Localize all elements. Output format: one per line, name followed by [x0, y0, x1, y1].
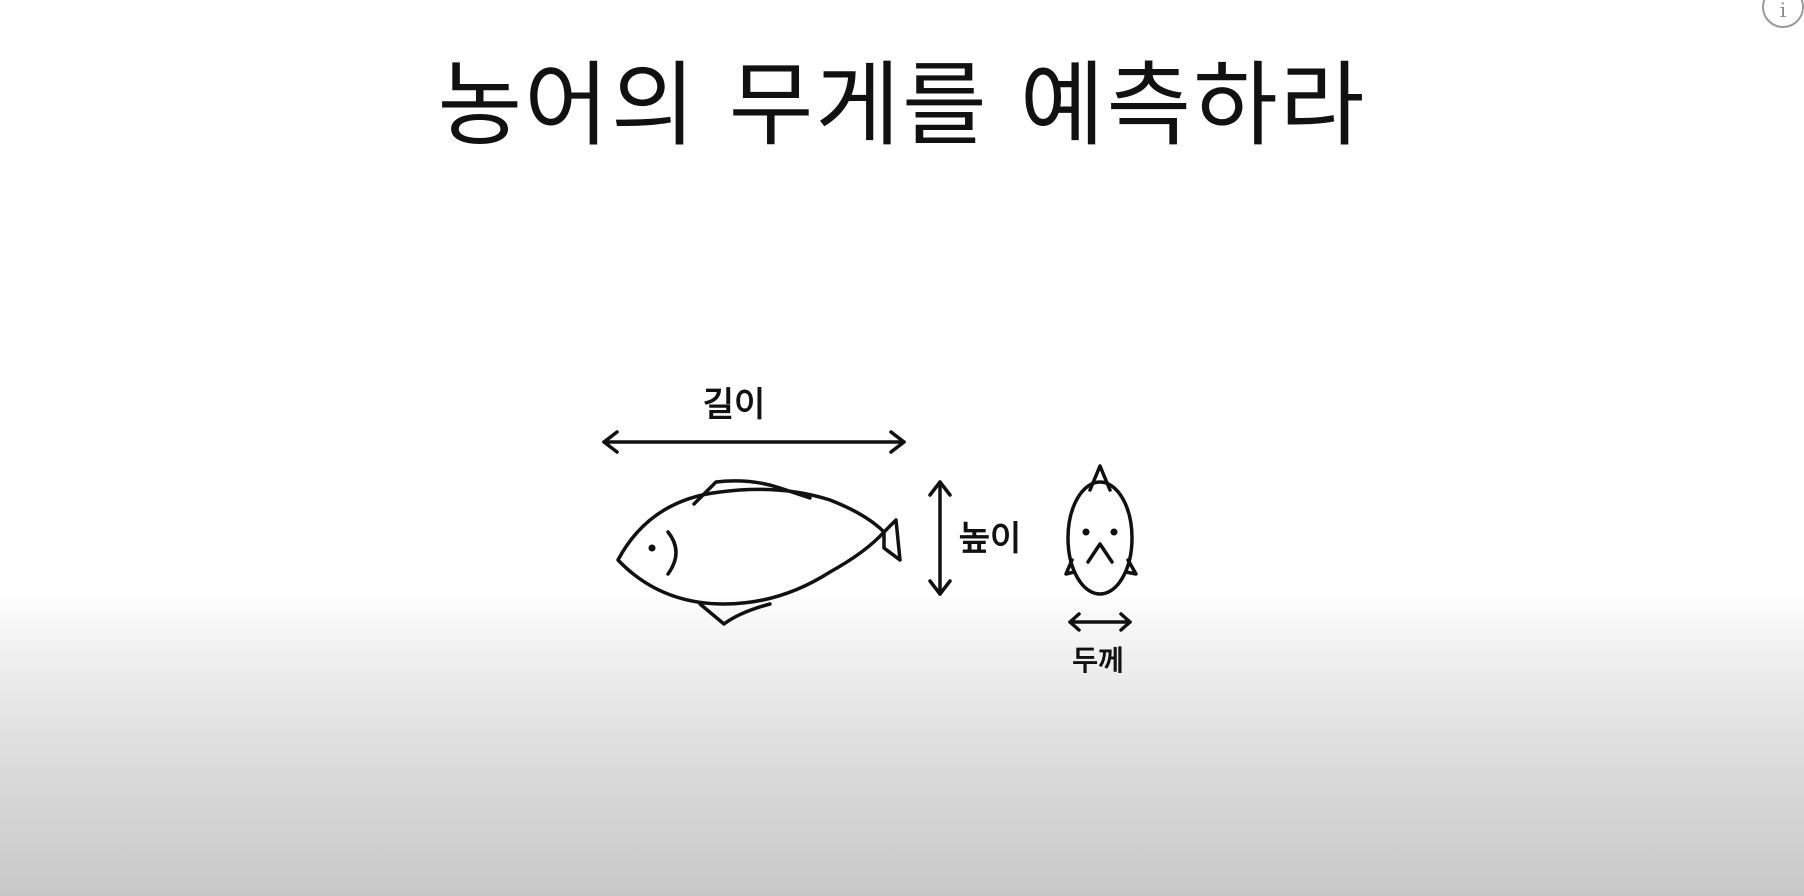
height-arrow — [928, 480, 952, 596]
length-arrow — [602, 430, 906, 454]
slide-title: 농어의 무게를 예측하라 — [437, 52, 1367, 159]
fish-front-view — [1064, 464, 1138, 596]
length-label: 길이 — [703, 385, 766, 425]
info-icon: i — [1779, 0, 1787, 22]
thickness-label: 두께 — [1072, 644, 1124, 677]
height-label: 높이 — [959, 519, 1022, 559]
thickness-arrow — [1068, 612, 1132, 632]
fish-side-view — [616, 479, 902, 626]
